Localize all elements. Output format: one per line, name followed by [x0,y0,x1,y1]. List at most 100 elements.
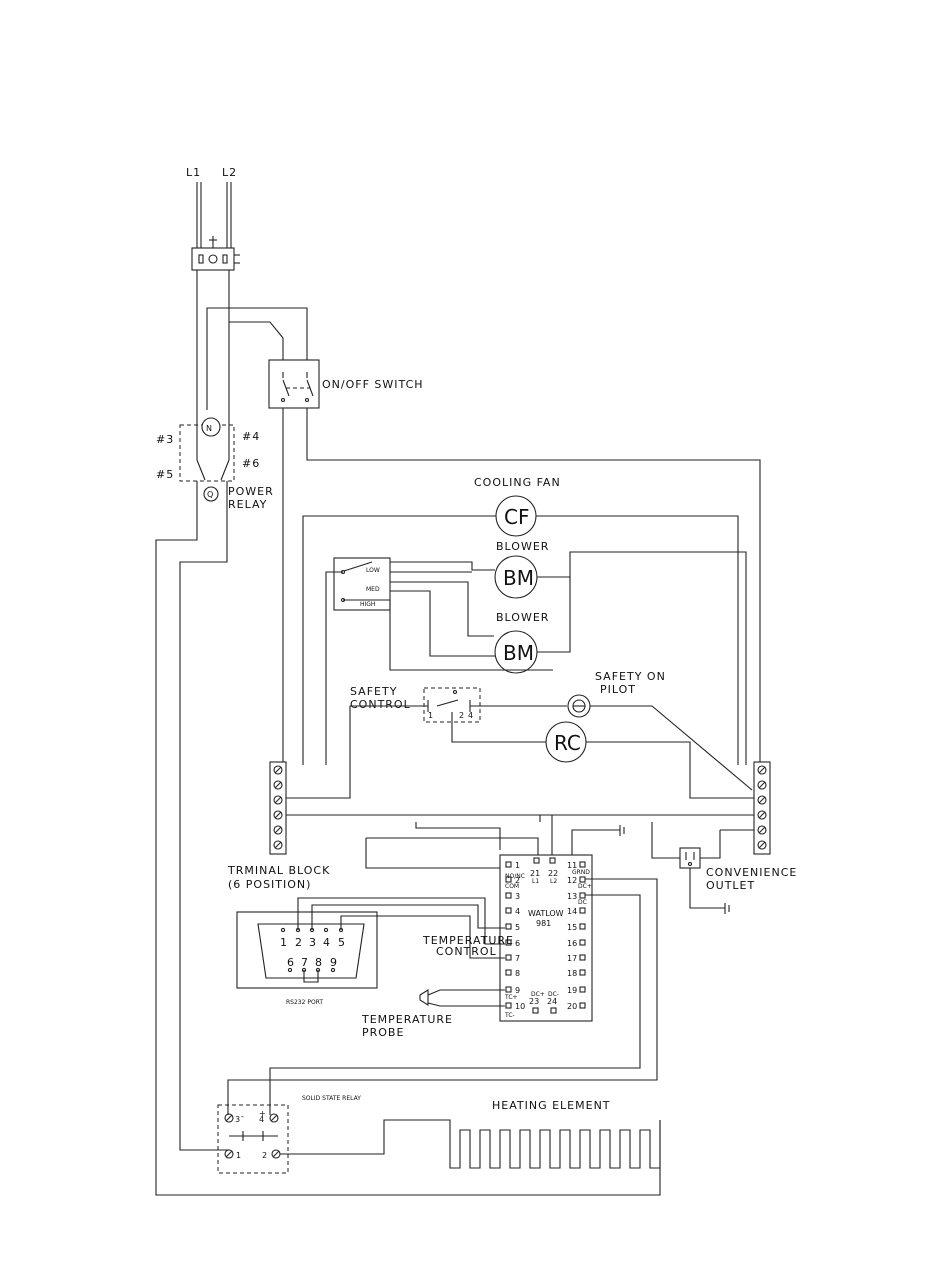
watlow-top-sub-l1: L1 [532,878,539,885]
relay-pin-5: #5 [156,468,174,481]
db9-pin-6: 6 [287,956,295,969]
watlow-pin-8: 8 [515,969,520,978]
watlow-pin-18: 18 [567,969,577,978]
rc-component: RC [545,721,587,763]
watlow-pin-4: 4 [515,907,520,916]
db9-pin-5: 5 [338,936,346,949]
db9-pin-8: 8 [315,956,323,969]
watlow-pin-14: 14 [567,907,577,916]
rs232-wiring [297,897,505,983]
watlow-right-sub-dcp: DC+ [578,883,592,890]
ssr-pin-3: 3 [235,1115,240,1124]
watlow-left-sub-tcp: TC+ [504,994,518,1001]
watlow-bottom-terminals: DC+ 23 DC- 24 [529,991,559,1014]
safety-control-pin-1: 1 [428,711,433,720]
ssr-pin-1: 1 [236,1151,241,1160]
cooling-fan-symbol: CF [504,505,529,529]
rc-symbol: RC [554,731,581,755]
watlow-right-sub-grnd: GRND [572,869,590,876]
watlow-pin-5: 5 [515,923,520,932]
convenience-outlet-label-2: OUTLET [706,879,755,892]
temperature-control-label-1: TEMPERATURE [422,934,514,947]
db9-pin-3: 3 [309,936,317,949]
power-relay-label-1: POWER [228,485,274,498]
relay-pin-6: #6 [242,457,260,470]
watlow-pin-15: 15 [567,923,577,932]
watlow-bottom-sub-dcm: DC- [548,991,559,998]
watlow-pin-1: 1 [515,861,520,870]
svg-text:Q: Q [207,490,213,499]
safety-wiring [283,705,760,799]
watlow-bottom-sub-dcp: DC+ [531,991,545,998]
watlow-pin-2: 2 [515,876,520,885]
cooling-fan: COOLING FAN CF [474,476,560,537]
watlow-label-2: 981 [536,919,551,928]
watlow-left-sub-tcm: TC- [504,1012,515,1019]
power-inlet-connector [191,236,240,278]
blower-1-symbol: BM [503,566,534,590]
temperature-probe-label-2: PROBE [362,1026,404,1039]
watlow-pin-20: 20 [567,1002,577,1011]
power-relay: N Q #3 #4 #5 #6 POWER RELAY [156,417,274,511]
watlow-left-sub-com: COM [505,883,519,890]
ssr-pin-4: 4 [259,1115,264,1124]
terminal-block-label-2: (6 POSITION) [228,878,311,891]
terminal-block-left [269,761,287,855]
rs232-port: 1 2 3 4 5 6 7 8 9 RS232 PORT [236,911,378,1006]
ssr-pin-2: 2 [262,1151,267,1160]
watlow-pin-6: 6 [515,939,520,948]
watlow-pin-3: 3 [515,892,520,901]
speed-low-label: LOW [366,567,380,574]
blower-speed-switch: LOW MED HIGH [333,557,391,611]
db9-pin-1: 1 [280,936,288,949]
watlow-pin-9: 9 [515,986,520,995]
ssr-pin4-sign: + [259,1109,266,1118]
safety-control-pin-4: 4 [468,711,473,720]
blower-2-symbol: BM [503,641,534,665]
controller-ground [571,825,625,860]
temperature-control-label-2: CONTROL [436,945,497,958]
watlow-pin-7: 7 [515,954,520,963]
blower-1: BLOWER BM [494,540,549,599]
speed-high-label: HIGH [360,601,375,608]
safety-control: SAFETY CONTROL 1 2 4 [350,685,481,723]
safety-control-label-2: CONTROL [350,698,411,711]
watlow-pin-13: 13 [567,892,577,901]
terminal-bus-wiring [286,814,754,869]
terminal-block-label-1: TRMINAL BLOCK [227,864,330,877]
convenience-outlet-label-1: CONVENIENCE [706,866,797,879]
watlow-label-1: WATLOW [528,909,564,918]
db9-pin-2: 2 [295,936,303,949]
watlow-pin-19: 19 [567,986,577,995]
speed-med-label: MED [366,586,380,593]
db9-pin-7: 7 [301,956,309,969]
watlow-pin-21: 21 [530,869,540,878]
watlow-pin-23: 23 [529,997,539,1006]
l1-label: L1 [186,166,201,179]
blower-2-label: BLOWER [496,611,549,624]
safety-on-label-1: SAFETY ON [595,670,666,683]
watlow-left-sub-nonc: NO/NC [505,873,525,880]
watlow-top-terminals: 21 L1 22 L2 [530,857,558,885]
watlow-pin-24: 24 [547,997,557,1006]
solid-state-relay-label: SOLID STATE RELAY [302,1095,361,1102]
watlow-right-terminals: 11 12 13 14 15 16 17 18 19 20 GRND DC+ D… [567,861,592,1011]
temperature-probe: TEMPERATURE PROBE [361,989,505,1039]
blower-wiring [389,551,747,765]
watlow-pin-12: 12 [567,876,577,885]
ssr-pin3-sign: - [241,1112,244,1121]
on-off-switch-label: ON/OFF SWITCH [322,378,424,391]
db9-pin-9: 9 [330,956,338,969]
watlow-pin-22: 22 [548,869,558,878]
svg-text:N: N [206,424,212,433]
blower-1-label: BLOWER [496,540,549,553]
safety-control-pin-2: 2 [459,711,464,720]
incoming-lines: L1 L2 [186,166,236,250]
watlow-pin-17: 17 [567,954,577,963]
safety-on-pilot: SAFETY ON PILOT [567,670,666,718]
solid-state-relay: SOLID STATE RELAY 3 - + 4 1 2 [217,1095,361,1174]
on-off-switch: ON/OFF SWITCH [268,359,424,409]
db9-pin-4: 4 [323,936,331,949]
watlow-top-sub-l2: L2 [550,878,557,885]
